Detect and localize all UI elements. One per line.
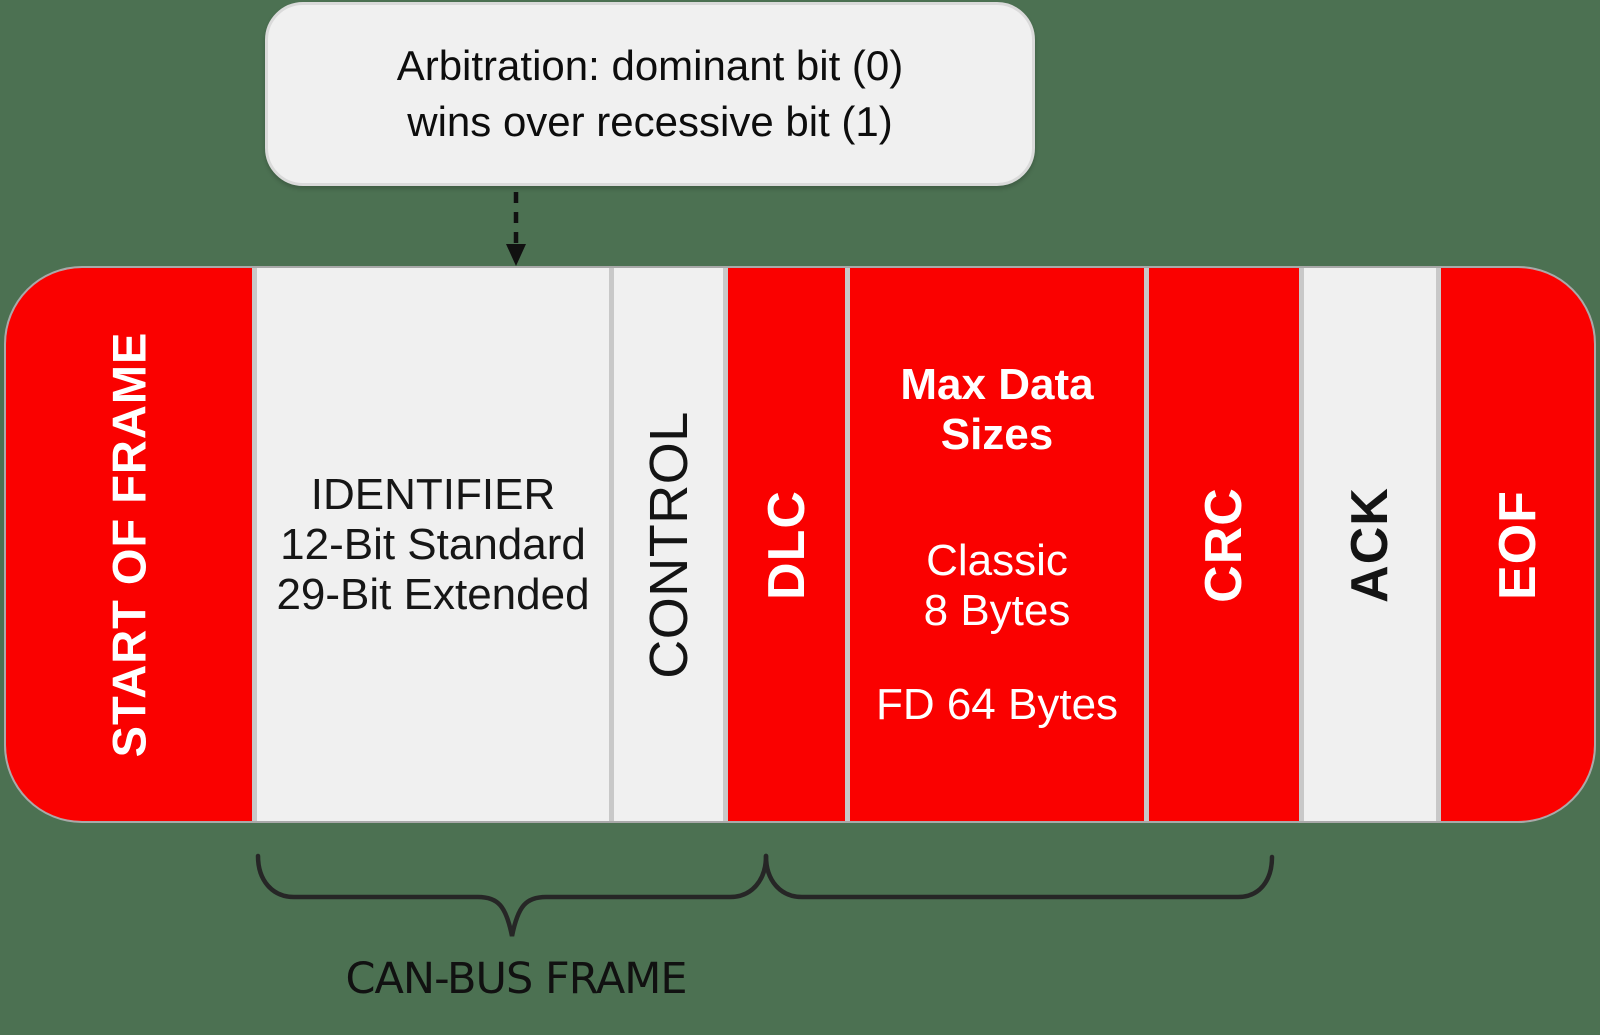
ack-label: ACK bbox=[1340, 486, 1399, 603]
segment-start-of-frame: START OF FRAME bbox=[6, 268, 252, 821]
segment-eof: EOF bbox=[1441, 268, 1594, 821]
segment-max-data: Max Data Sizes Classic 8 Bytes FD 64 Byt… bbox=[850, 268, 1144, 821]
segment-dlc: DLC bbox=[728, 268, 845, 821]
frame-bar: START OF FRAME IDENTIFIER 12-Bit Standar… bbox=[4, 266, 1596, 823]
segment-control: CONTROL bbox=[614, 268, 723, 821]
callout-line-1: Arbitration: dominant bit (0) bbox=[396, 42, 904, 89]
segment-ack: ACK bbox=[1304, 268, 1436, 821]
arbitration-callout: Arbitration: dominant bit (0) wins over … bbox=[265, 2, 1035, 186]
max-data-heading-line-2: Sizes bbox=[940, 409, 1054, 459]
start-of-frame-label: START OF FRAME bbox=[102, 331, 156, 758]
identifier-line-2: 12-Bit Standard bbox=[280, 519, 586, 569]
dlc-label: DLC bbox=[757, 489, 816, 600]
dashed-arrow-down-icon bbox=[506, 192, 526, 266]
max-data-fd-line: FD 64 Bytes bbox=[875, 679, 1119, 729]
max-data-8bytes-line: 8 Bytes bbox=[923, 585, 1071, 635]
eof-label: EOF bbox=[1488, 489, 1547, 600]
crc-label: CRC bbox=[1194, 486, 1253, 603]
brace-right bbox=[763, 853, 1275, 900]
identifier-line-1: IDENTIFIER bbox=[310, 469, 556, 519]
brace-left bbox=[255, 853, 769, 937]
segment-crc: CRC bbox=[1149, 268, 1299, 821]
max-data-heading-line-1: Max Data bbox=[900, 359, 1094, 409]
control-label: CONTROL bbox=[638, 410, 699, 679]
identifier-line-3: 29-Bit Extended bbox=[276, 569, 590, 619]
can-bus-frame-label: CAN-BUS FRAME bbox=[345, 954, 687, 1004]
segment-identifier: IDENTIFIER 12-Bit Standard 29-Bit Extend… bbox=[257, 268, 609, 821]
callout-line-2: wins over recessive bit (1) bbox=[407, 98, 893, 145]
max-data-classic-line: Classic bbox=[926, 535, 1068, 585]
